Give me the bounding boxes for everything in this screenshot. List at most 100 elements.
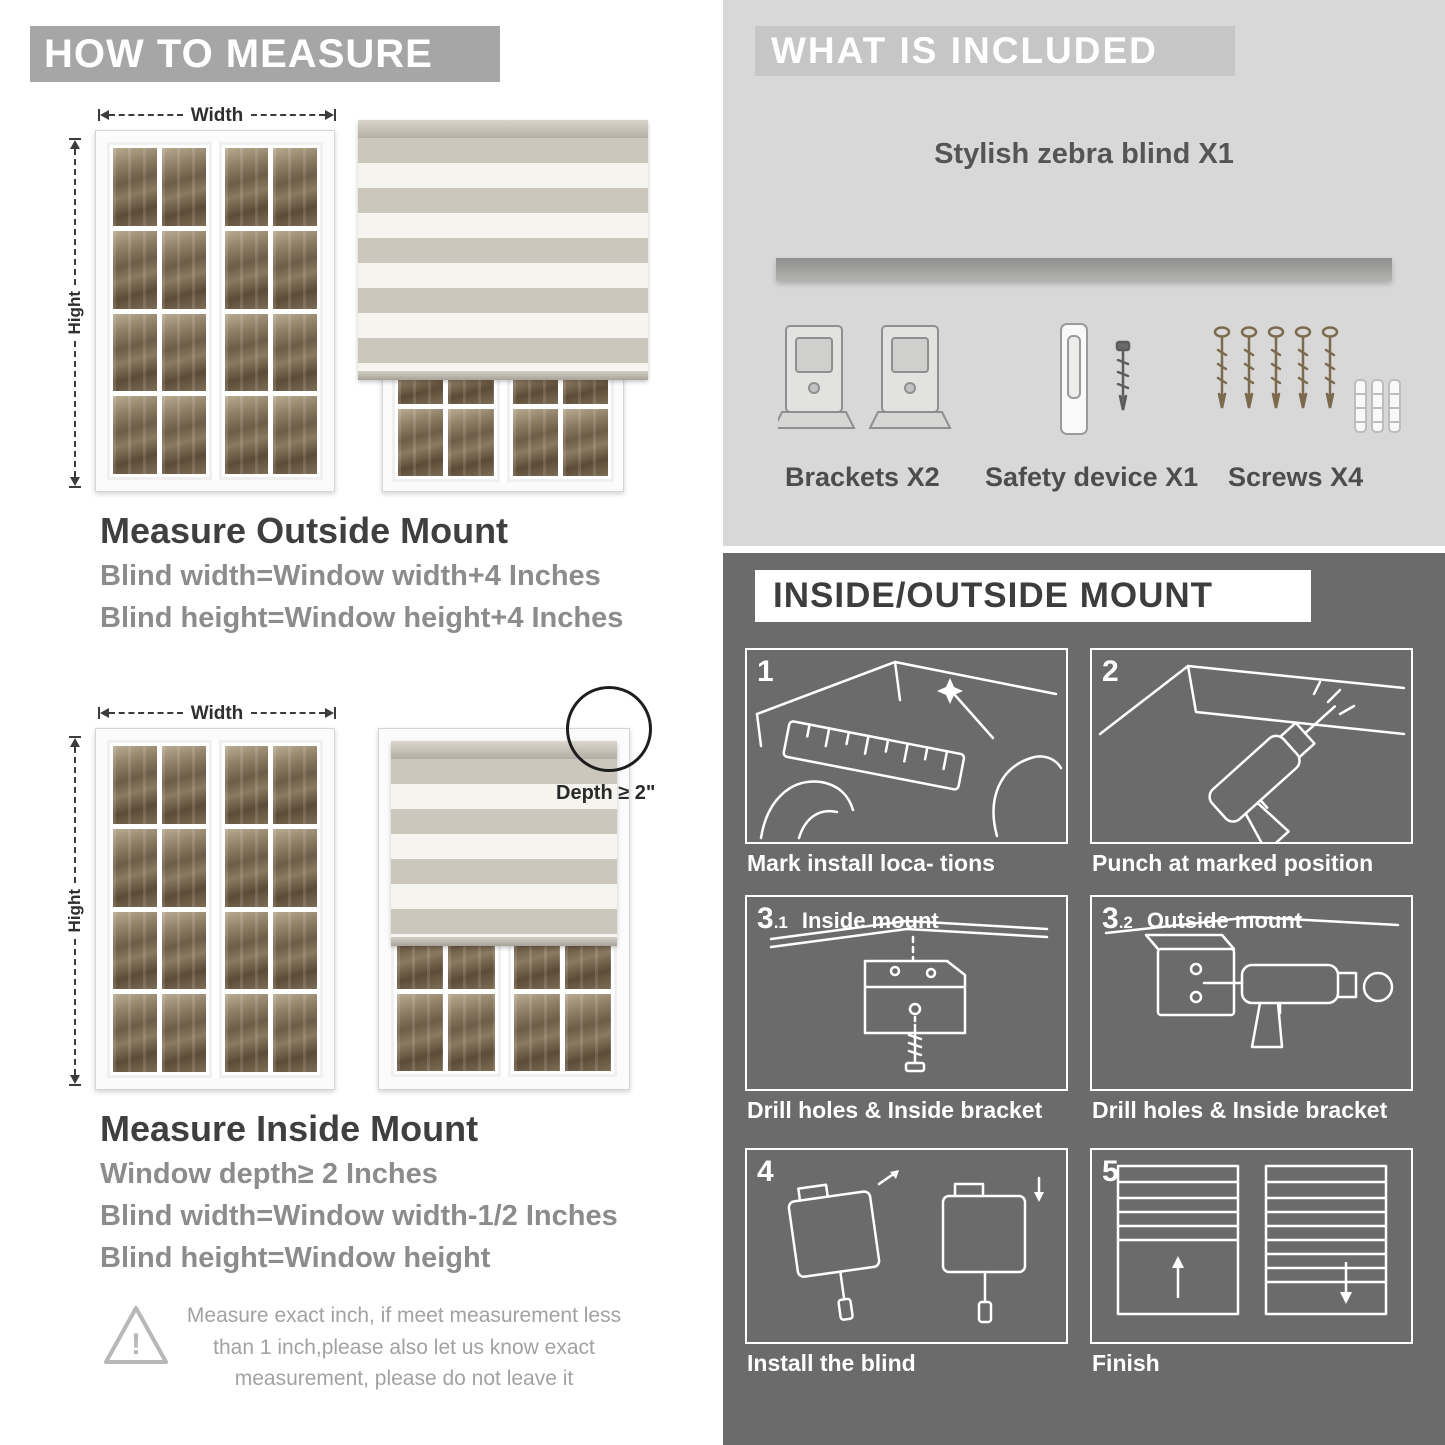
what-is-included-section: WHAT IS INCLUDED Stylish zebra blind X1 [723, 0, 1445, 546]
window-pane [448, 408, 494, 476]
dashed-line [251, 712, 325, 714]
svg-text:!: ! [131, 1328, 141, 1361]
step-caption-5: Finish [1092, 1350, 1160, 1376]
depth-callout-label: Depth ≥ 2" [556, 782, 656, 804]
dashed-line [74, 149, 76, 286]
blind-cassette [391, 741, 617, 759]
window-pane [224, 746, 269, 824]
window-pane [564, 993, 611, 1071]
window-pane [161, 746, 206, 824]
inside-formula-width: Blind width=Window width-1/2 Inches [100, 1200, 618, 1232]
blind-stripes [391, 759, 617, 937]
measurement-warning-text: Measure exact inch, if meet measurement … [186, 1304, 622, 1390]
blind-cassette [358, 120, 648, 138]
finish-art [1116, 1164, 1388, 1316]
blind-bottom-rail [391, 937, 617, 946]
window-pane [448, 993, 495, 1071]
window-photo-outside [95, 130, 335, 492]
height-label: Hight [65, 291, 84, 335]
screws-icon [1213, 326, 1401, 433]
window-sash [218, 740, 323, 1078]
dashed-line [109, 712, 183, 714]
height-label: Hight [65, 889, 84, 933]
what-is-included-header: WHAT IS INCLUDED [755, 26, 1235, 76]
window-pane [113, 746, 157, 824]
window-pane [513, 993, 560, 1071]
window-pane [113, 313, 157, 392]
outside-bracket-art [1104, 915, 1400, 1049]
arrow-up-icon [70, 738, 80, 747]
window-sash [218, 142, 323, 480]
window-pane [562, 408, 608, 476]
depth-callout-circle [566, 686, 652, 772]
step-panel-1: 1 [745, 648, 1068, 844]
drill-art [1098, 664, 1406, 842]
step-number: 1 [757, 655, 774, 688]
window-pane [397, 993, 444, 1071]
step-number: 5 [1102, 1155, 1119, 1188]
arrow-end-tick [69, 1084, 81, 1086]
window-pane [113, 828, 157, 907]
window-pane [224, 994, 269, 1072]
window-pane [224, 828, 269, 907]
measure-mark-art [755, 660, 1063, 840]
arrow-right-icon [325, 110, 334, 120]
window-sashes [107, 142, 323, 480]
step-number: 3.2 Outside mount [1102, 902, 1303, 935]
step-caption-4: Install the blind [747, 1350, 916, 1376]
width-label: Width [190, 702, 244, 724]
product-name: Stylish zebra blind X1 [934, 138, 1234, 170]
zebra-blind-outside [358, 120, 648, 380]
width-label: Width [190, 104, 244, 126]
arrow-down-icon [70, 1075, 80, 1084]
window-pane [273, 313, 317, 392]
window-sash [107, 142, 212, 480]
zebra-blind-product-image [760, 196, 1408, 281]
window-pane [273, 911, 317, 990]
window-pane [161, 313, 206, 392]
step-panel-5: 5 [1090, 1148, 1413, 1344]
dashed-line [251, 114, 325, 116]
dashed-line [74, 747, 76, 884]
window-pane [113, 396, 157, 474]
window-sash [107, 740, 212, 1078]
warning-triangle-icon: ! [104, 1306, 168, 1364]
blind-bottom-rail [358, 371, 648, 380]
arrow-end-tick [334, 109, 336, 121]
step-panel-3-1: 3.1 Inside mount [745, 895, 1068, 1091]
window-pane [113, 148, 157, 226]
window-pane [224, 313, 269, 392]
width-dimension-arrow-inside: Width [98, 702, 336, 724]
safety-device-label: Safety device X1 [985, 462, 1199, 492]
window-pane [113, 911, 157, 990]
window-pane [273, 148, 317, 226]
step-panel-4: 4 [745, 1148, 1068, 1344]
step-caption-3-2: Drill holes & Inside bracket [1092, 1097, 1388, 1123]
outside-mount-title: Measure Outside Mount [100, 510, 509, 551]
install-blind-art [787, 1170, 1044, 1324]
step-panel-3-2: 3.2 Outside mount [1090, 895, 1413, 1091]
window-pane [161, 396, 206, 474]
window-pane [273, 746, 317, 824]
brackets-icon [778, 325, 952, 429]
outside-mount-blind-figure [358, 120, 648, 492]
safety-device-icon [1060, 323, 1131, 435]
window-pane [161, 994, 206, 1072]
window-pane [161, 911, 206, 990]
step-number: 2 [1102, 655, 1119, 688]
window-pane [273, 230, 317, 309]
inside-outside-mount-section: INSIDE/OUTSIDE MOUNT 1 [723, 553, 1445, 1445]
window-pane [224, 911, 269, 990]
arrow-end-tick [98, 109, 100, 121]
dashed-line [109, 114, 183, 116]
step-panel-2: 2 [1090, 648, 1413, 844]
brackets-label: Brackets X2 [785, 462, 940, 492]
how-to-measure-header: HOW TO MEASURE [30, 26, 500, 82]
height-dimension-arrow: Hight [65, 138, 84, 488]
window-pane [273, 994, 317, 1072]
arrow-up-icon [70, 140, 80, 149]
inside-mount-blind-figure [378, 728, 630, 1090]
arrow-end-tick [69, 138, 81, 140]
mount-section-header: INSIDE/OUTSIDE MOUNT [755, 570, 1311, 622]
arrow-end-tick [98, 707, 100, 719]
